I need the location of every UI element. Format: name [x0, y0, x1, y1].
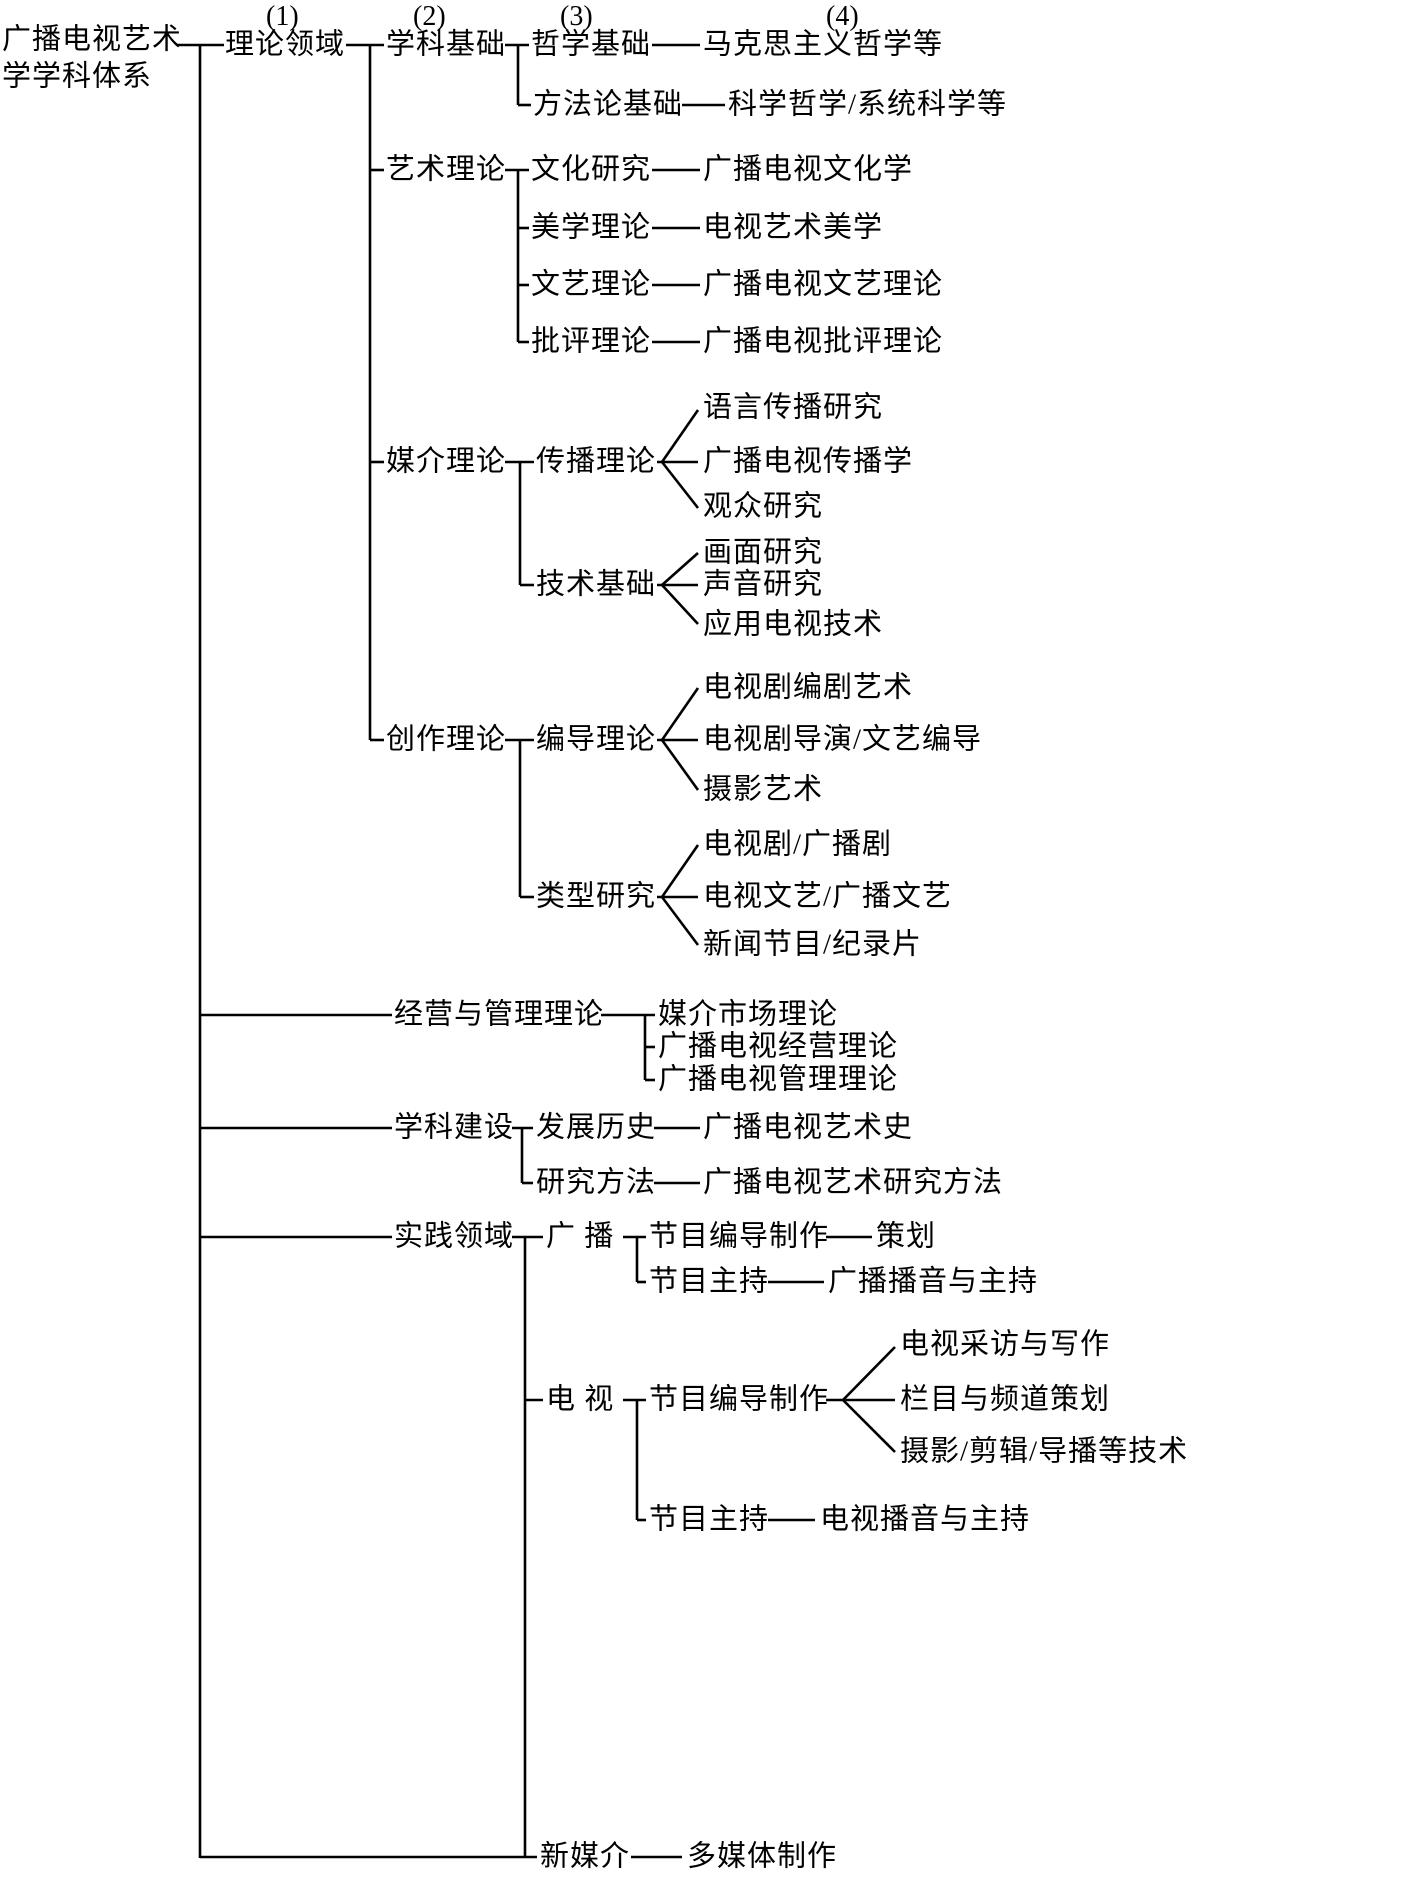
node-broadcast-tv-culturology: 广播电视文化学 — [703, 153, 914, 186]
node-philosophy-foundation: 哲学基础 — [531, 28, 652, 61]
node-photography-art: 摄影艺术 — [703, 773, 824, 806]
node-discipline-construction: 学科建设 — [394, 1111, 515, 1144]
node-picture-research: 画面研究 — [703, 536, 824, 569]
node-broadcast-tv-art-history: 广播电视艺术史 — [703, 1111, 914, 1144]
node-marxist-philosophy: 马克思主义哲学等 — [703, 28, 944, 61]
node-radio-program-hosting: 节目主持 — [649, 1265, 770, 1298]
node-discipline-foundation: 学科基础 — [386, 28, 507, 61]
column-header-3: (3) — [560, 1, 593, 32]
node-tv-drama-directing: 电视剧导演/文艺编导 — [703, 723, 983, 756]
node-practice-domain: 实践领域 — [394, 1220, 515, 1253]
node-tv-literary-radio-literary: 电视文艺/广播文艺 — [703, 880, 953, 913]
node-tv-announcing-hosting: 电视播音与主持 — [820, 1503, 1031, 1536]
node-language-communication-research: 语言传播研究 — [703, 391, 884, 424]
node-creation-theory: 创作理论 — [386, 723, 507, 756]
node-broadcast-tv-criticism-theory: 广播电视批评理论 — [703, 325, 944, 358]
node-theory-domain: 理论领域 — [225, 28, 346, 61]
node-methodology-foundation: 方法论基础 — [533, 88, 684, 121]
root-title-line2: 学学科体系 — [2, 60, 153, 93]
node-art-theory: 艺术理论 — [386, 153, 507, 186]
node-genre-studies: 类型研究 — [536, 880, 657, 913]
node-tv-program-production: 节目编导制作 — [649, 1383, 830, 1416]
node-television: 电 视 — [546, 1383, 615, 1416]
node-media-market-theory: 媒介市场理论 — [658, 998, 839, 1031]
node-applied-tv-technology: 应用电视技术 — [703, 608, 884, 641]
node-broadcast-tv-communication: 广播电视传播学 — [703, 445, 914, 478]
node-radio: 广 播 — [546, 1220, 615, 1253]
node-radio-program-production: 节目编导制作 — [649, 1220, 830, 1253]
node-technology-foundation: 技术基础 — [536, 568, 657, 601]
node-tv-program-hosting: 节目主持 — [649, 1503, 770, 1536]
node-photography-editing-directing-tech: 摄影/剪辑/导播等技术 — [900, 1435, 1189, 1468]
node-directing-theory: 编导理论 — [536, 723, 657, 756]
node-literary-art-theory: 文艺理论 — [531, 268, 652, 301]
node-new-media: 新媒介 — [540, 1840, 631, 1873]
node-tv-drama-radio-drama: 电视剧/广播剧 — [703, 828, 893, 861]
node-tv-drama-screenwriting: 电视剧编剧艺术 — [703, 671, 914, 704]
node-multimedia-production: 多媒体制作 — [687, 1840, 838, 1873]
node-planning: 策划 — [876, 1220, 937, 1253]
node-aesthetics-theory: 美学理论 — [531, 211, 652, 244]
node-communication-theory: 传播理论 — [536, 445, 657, 478]
node-cultural-studies: 文化研究 — [531, 153, 652, 186]
column-header-2: (2) — [413, 1, 446, 32]
node-criticism-theory: 批评理论 — [531, 325, 652, 358]
root-title-line1: 广播电视艺术 — [2, 23, 183, 56]
node-news-documentary: 新闻节目/纪录片 — [703, 928, 923, 961]
node-development-history: 发展历史 — [536, 1111, 657, 1144]
node-science-philosophy-systems-science: 科学哲学/系统科学等 — [728, 88, 1008, 121]
node-tv-interview-writing: 电视采访与写作 — [900, 1328, 1111, 1361]
node-sound-research: 声音研究 — [703, 568, 824, 601]
node-audience-research: 观众研究 — [703, 490, 824, 523]
node-column-channel-planning: 栏目与频道策划 — [900, 1383, 1111, 1416]
node-management-theory: 经营与管理理论 — [394, 998, 605, 1031]
node-research-methods: 研究方法 — [536, 1166, 657, 1199]
node-broadcast-tv-management-theory: 广播电视管理理论 — [658, 1063, 899, 1096]
node-broadcast-tv-art-research-methods: 广播电视艺术研究方法 — [703, 1166, 1004, 1199]
node-media-theory: 媒介理论 — [386, 445, 507, 478]
node-radio-announcing-hosting: 广播播音与主持 — [828, 1265, 1039, 1298]
node-tv-art-aesthetics: 电视艺术美学 — [703, 211, 884, 244]
column-header-1: (1) — [266, 1, 299, 32]
node-broadcast-tv-operation-theory: 广播电视经营理论 — [658, 1030, 899, 1063]
node-broadcast-tv-literary-theory: 广播电视文艺理论 — [703, 268, 944, 301]
column-header-4: (4) — [826, 1, 859, 32]
